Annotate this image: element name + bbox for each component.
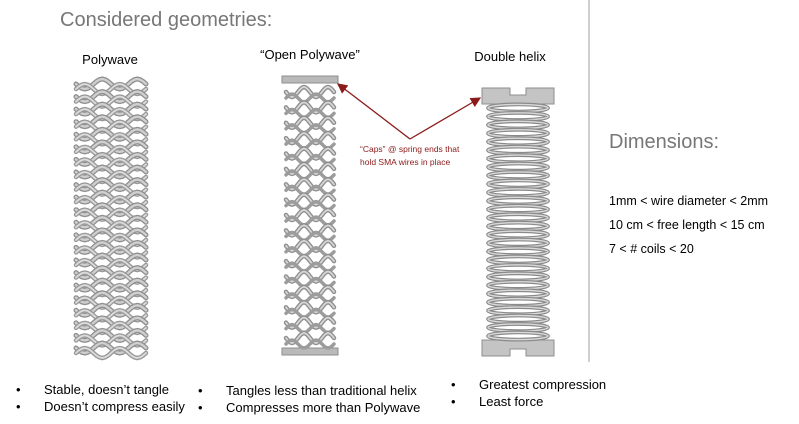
caps-annotation: “Caps” @ spring ends that hold SMA wires… [360, 144, 460, 167]
double-helix-spring-image [481, 87, 555, 357]
open-polywave-bullets: Tangles less than traditional helix Comp… [198, 382, 420, 416]
polywave-label: Polywave [82, 52, 138, 67]
bullet-item: Stable, doesn’t tangle [16, 381, 185, 398]
dimension-wire-diameter: 1mm < wire diameter < 2mm [609, 194, 769, 208]
arrow-to-double-helix-cap [409, 97, 482, 140]
polywave-bullets: Stable, doesn’t tangle Doesn’t compress … [16, 381, 185, 415]
slide-title: Considered geometries: [60, 9, 273, 31]
bullet-item: Compresses more than Polywave [198, 399, 420, 416]
polywave-spring-image [73, 76, 149, 361]
arrow-to-open-polywave-cap [336, 83, 411, 140]
bullet-item: Least force [451, 393, 606, 410]
bullet-item: Doesn’t compress easily [16, 398, 185, 415]
bullet-item: Tangles less than traditional helix [198, 382, 420, 399]
dimension-coils: 7 < # coils < 20 [609, 242, 694, 256]
bullet-item: Greatest compression [451, 376, 606, 393]
dimensions-title: Dimensions: [609, 131, 720, 153]
double-helix-label: Double helix [474, 49, 546, 64]
dimension-free-length: 10 cm < free length < 15 cm [609, 218, 765, 232]
open-polywave-spring-image [281, 75, 339, 356]
double-helix-bullets: Greatest compression Least force [451, 376, 606, 410]
vertical-divider [588, 0, 590, 362]
open-polywave-label: “Open Polywave” [260, 47, 360, 62]
